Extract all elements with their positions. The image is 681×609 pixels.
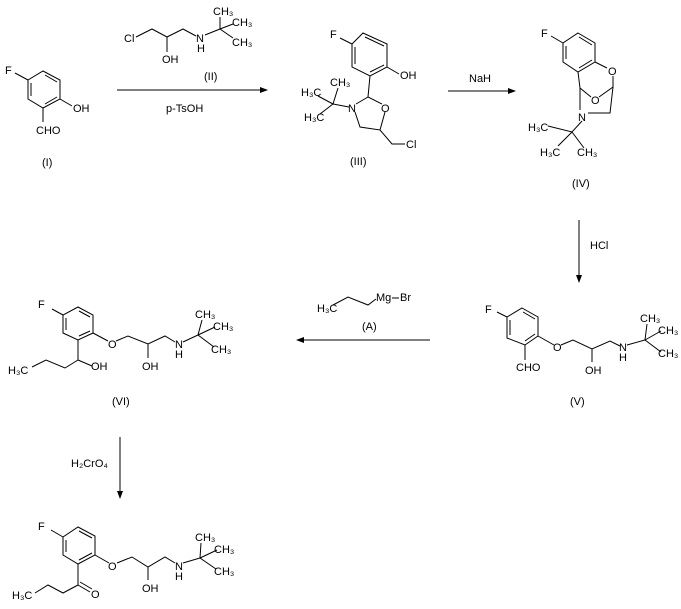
atom-label: OH (585, 365, 602, 377)
compound-II: Cl OH N H CH₃ CH₃ CH₃ (II) (124, 6, 252, 83)
compound-V: F O OH N H CH₃ CH₃ CH₃ CHO (V) (485, 304, 678, 408)
atom-label: CH₃ (213, 321, 233, 333)
compound-VI: F O OH N H CH₃ CH₃ CH₃ OH H₃C (VI) (8, 299, 233, 408)
atom-label: N (348, 103, 356, 115)
atom-label: CH₃ (232, 37, 252, 49)
atom-label: CHO (36, 125, 61, 137)
atom-label: N (196, 33, 204, 45)
reagent-A: H₃C Mg Br (A) (317, 292, 411, 333)
atom-label: H (197, 43, 205, 55)
atom-label: OH (91, 361, 108, 373)
reagent-label: HCl (590, 240, 608, 252)
atom-label: H (175, 349, 183, 361)
atom-label: H (175, 571, 183, 583)
atom-label: H₃C (8, 365, 28, 377)
atom-label: F (330, 29, 337, 41)
compound-label: (A) (362, 321, 377, 333)
atom-label: CH₃ (232, 17, 252, 29)
atom-label: Cl (124, 33, 134, 45)
atom-label: CH₃ (214, 544, 234, 556)
atom-label: F (38, 299, 45, 311)
compound-VII: F O OH N H CH₃ CH₃ CH₃ O H₃C (12, 521, 234, 602)
atom-label: N (175, 561, 183, 573)
atom-label: O (381, 103, 390, 115)
reagent-label: NaH (469, 73, 491, 85)
atom-label: CH₃ (195, 532, 215, 544)
atom-label: Br (400, 292, 411, 304)
atom-label: CH₃ (658, 348, 678, 360)
compound-I: F OH CHO (I) (5, 65, 90, 169)
atom-label: O (553, 342, 562, 354)
atom-label: OH (162, 54, 179, 66)
compound-label: (III) (350, 156, 367, 168)
atom-label: F (38, 521, 45, 533)
atom-label: H₃C (317, 303, 337, 315)
atom-label: F (541, 28, 548, 40)
atom-label: O (591, 95, 600, 107)
atom-label: OH (142, 583, 159, 595)
atom-label: CH₃ (640, 313, 660, 325)
atom-label: N (619, 342, 627, 354)
reagent-label: p-TsOH (166, 103, 203, 115)
atom-label: H (619, 352, 627, 364)
atom-label: CH₃ (214, 566, 234, 578)
atom-label: Cl (406, 139, 416, 151)
atom-label: Mg (376, 292, 391, 304)
atom-label: H₃C (12, 590, 32, 602)
compound-III: F OH O N Cl CH₃ H₃C H₃C (III) (301, 29, 417, 168)
compound-label: (V) (570, 396, 585, 408)
compound-label: (VI) (112, 396, 130, 408)
atom-label: CH₃ (330, 77, 350, 89)
atom-label: H₃C (301, 87, 321, 99)
atom-label: F (5, 65, 12, 77)
atom-label: CH₃ (658, 325, 678, 337)
atom-label: O (108, 339, 117, 351)
atom-label: O (91, 589, 100, 601)
atom-label: H₃C (528, 122, 548, 134)
atom-label: CHO (516, 362, 541, 374)
reagent-label: H₂CrO₄ (71, 458, 108, 470)
atom-label: OH (142, 361, 159, 373)
atom-label: O (108, 561, 117, 573)
atom-label: F (485, 304, 492, 316)
compound-label: (I) (42, 157, 52, 169)
atom-label: H₃C (540, 147, 560, 159)
atom-label: H₃C (304, 112, 324, 124)
atom-label: CH₃ (577, 147, 597, 159)
atom-label: N (578, 112, 586, 124)
compound-IV: F O O N H₃C H₃C CH₃ (IV) (528, 28, 617, 190)
atom-label: OH (73, 103, 90, 115)
atom-label: O (608, 66, 617, 78)
atom-label: CH₃ (213, 6, 233, 18)
compound-label: (II) (204, 71, 217, 83)
atom-label: OH (400, 70, 417, 82)
atom-label: N (175, 339, 183, 351)
compound-label: (IV) (572, 178, 590, 190)
atom-label: CH₃ (211, 344, 231, 356)
atom-label: CH₃ (195, 309, 215, 321)
